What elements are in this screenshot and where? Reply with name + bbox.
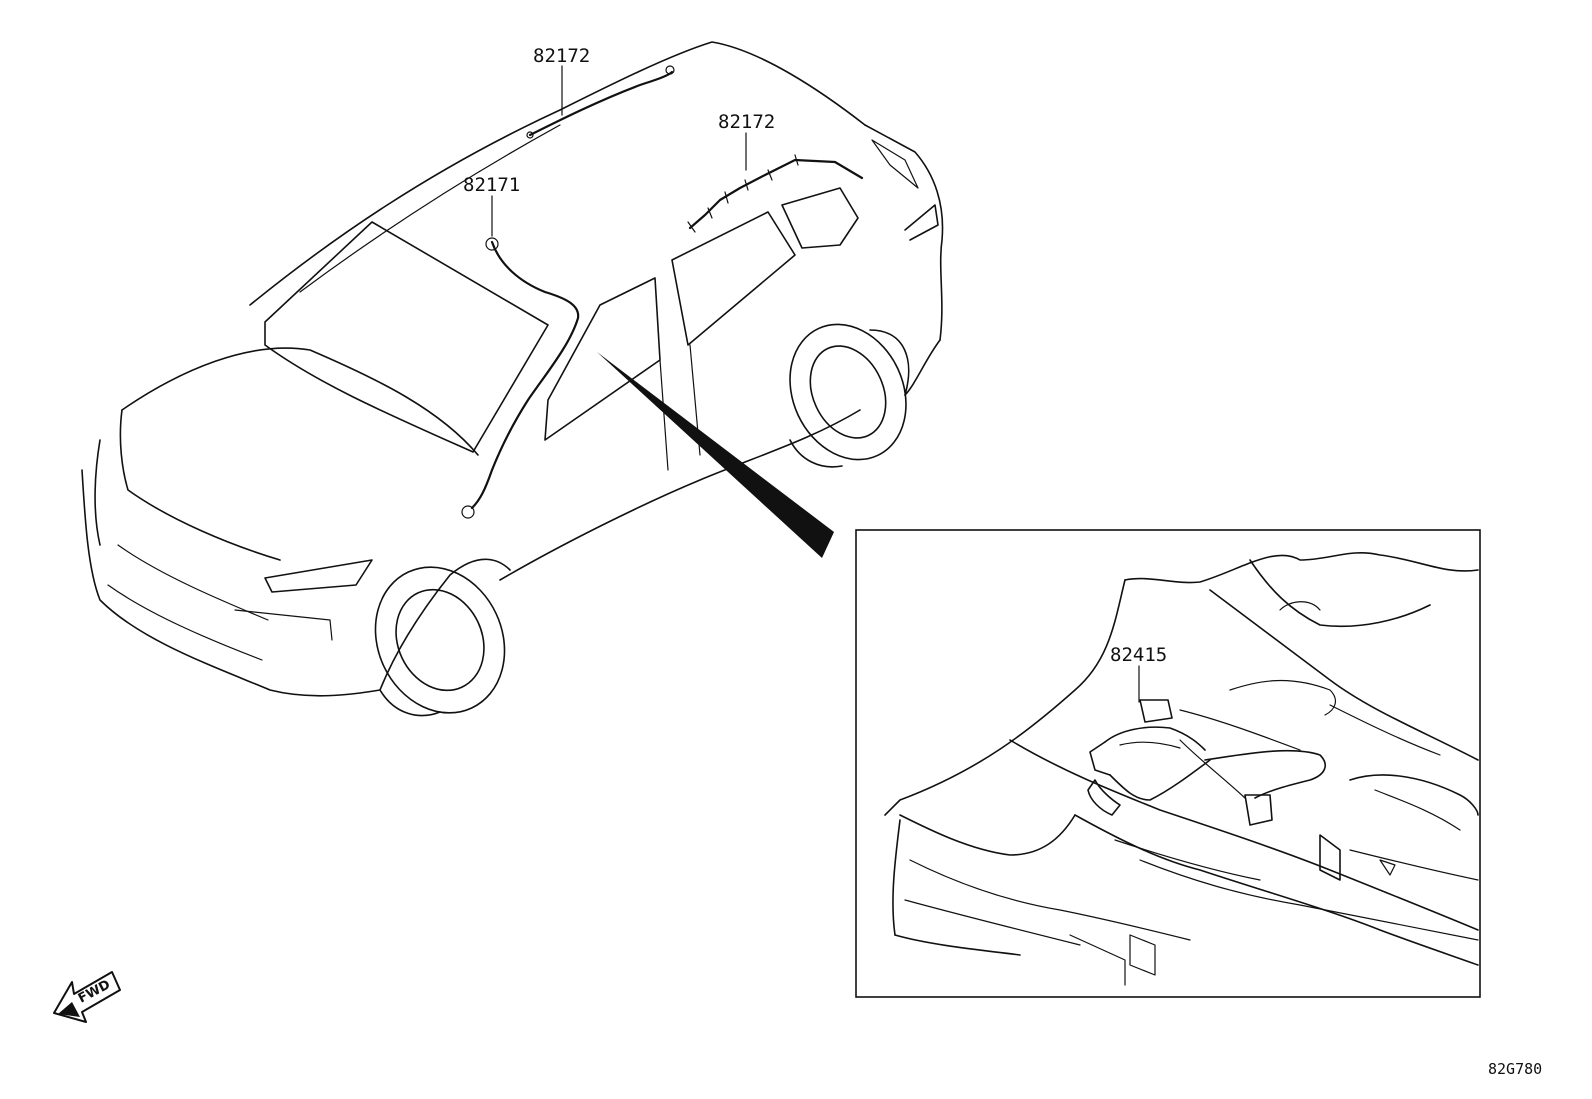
diagram-code: 82G780 bbox=[1488, 1060, 1542, 1078]
fwd-arrow-icon: FWD bbox=[53, 971, 121, 1023]
vehicle-outline bbox=[81, 41, 944, 717]
roof-rear-wire bbox=[526, 65, 675, 139]
callout-82172-roof-side: 82172 bbox=[718, 111, 775, 133]
callout-82415: 82415 bbox=[1110, 644, 1167, 666]
roof-side-wire bbox=[687, 154, 864, 233]
detail-inset-frame bbox=[855, 529, 1481, 998]
detail-floor-panel bbox=[884, 552, 1479, 986]
callout-82171: 82171 bbox=[463, 174, 520, 196]
floor-sensor-82415 bbox=[1087, 699, 1326, 826]
callout-82172-roof-rear: 82172 bbox=[533, 45, 590, 67]
detail-pointer bbox=[597, 352, 834, 558]
windshield-wire bbox=[461, 237, 580, 519]
